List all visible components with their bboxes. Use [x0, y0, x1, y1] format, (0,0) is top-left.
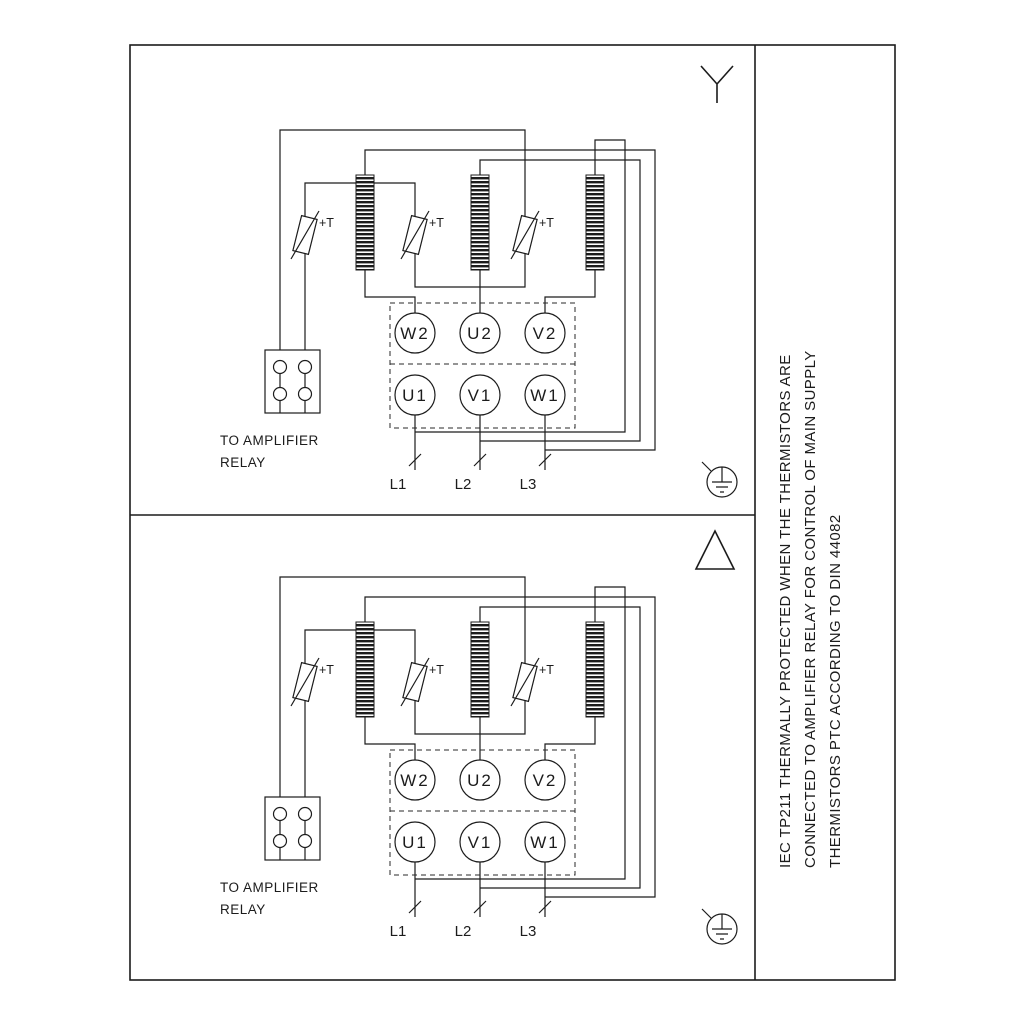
- terminal-label-u1: U1: [402, 833, 428, 852]
- terminal-label-w1: W1: [530, 833, 560, 852]
- side-note-line1: IEC TP211 THERMALLY PROTECTED WHEN THE T…: [777, 354, 794, 868]
- delta-symbol: [694, 529, 736, 570]
- side-note: IEC TP211 THERMALLY PROTECTED WHEN THE T…: [777, 350, 844, 868]
- supply-label-l1: L1: [390, 923, 407, 940]
- relay-caption-line2: RELAY: [220, 455, 266, 470]
- terminal-label-v2: V2: [533, 771, 558, 790]
- relay-caption-line1: TO AMPLIFIER: [220, 433, 319, 448]
- star-symbol: [700, 65, 734, 103]
- terminal-label-v2: V2: [533, 324, 558, 343]
- supply-label-l2: L2: [455, 476, 472, 493]
- terminal-label-w2: W2: [400, 324, 430, 343]
- supply-label-l3: L3: [520, 923, 537, 940]
- relay-caption-line2: RELAY: [220, 902, 266, 917]
- thermistor-label: +T: [319, 663, 334, 677]
- drawing-border: [129, 44, 896, 981]
- terminal-label-u1: U1: [402, 386, 428, 405]
- panel-delta-labels: W2 U2 V2 U1 V1 W1 +T +T +T TO AMPLIFIER …: [220, 663, 560, 940]
- terminal-label-v1: V1: [468, 833, 493, 852]
- thermistor-label: +T: [429, 663, 444, 677]
- thermistor-label: +T: [539, 663, 554, 677]
- panel-delta-wiring: [264, 576, 738, 945]
- side-note-line2: CONNECTED TO AMPLIFIER RELAY FOR CONTROL…: [802, 350, 819, 868]
- thermistor-label: +T: [319, 216, 334, 230]
- terminal-label-w2: W2: [400, 771, 430, 790]
- supply-label-l2: L2: [455, 923, 472, 940]
- thermistor-label: +T: [429, 216, 444, 230]
- terminal-label-v1: V1: [468, 386, 493, 405]
- supply-label-l1: L1: [390, 476, 407, 493]
- side-note-line3: THERMISTORS PTC ACCORDING TO DIN 44082: [827, 514, 844, 868]
- supply-label-l3: L3: [520, 476, 537, 493]
- relay-caption-line1: TO AMPLIFIER: [220, 880, 319, 895]
- terminal-label-u2: U2: [467, 771, 493, 790]
- terminal-label-u2: U2: [467, 324, 493, 343]
- panel-star-labels: W2 U2 V2 U1 V1 W1 +T +T +T TO AMPLIFIER …: [220, 216, 560, 493]
- thermistor-label: +T: [539, 216, 554, 230]
- terminal-label-w1: W1: [530, 386, 560, 405]
- panel-star-wiring: [264, 129, 738, 498]
